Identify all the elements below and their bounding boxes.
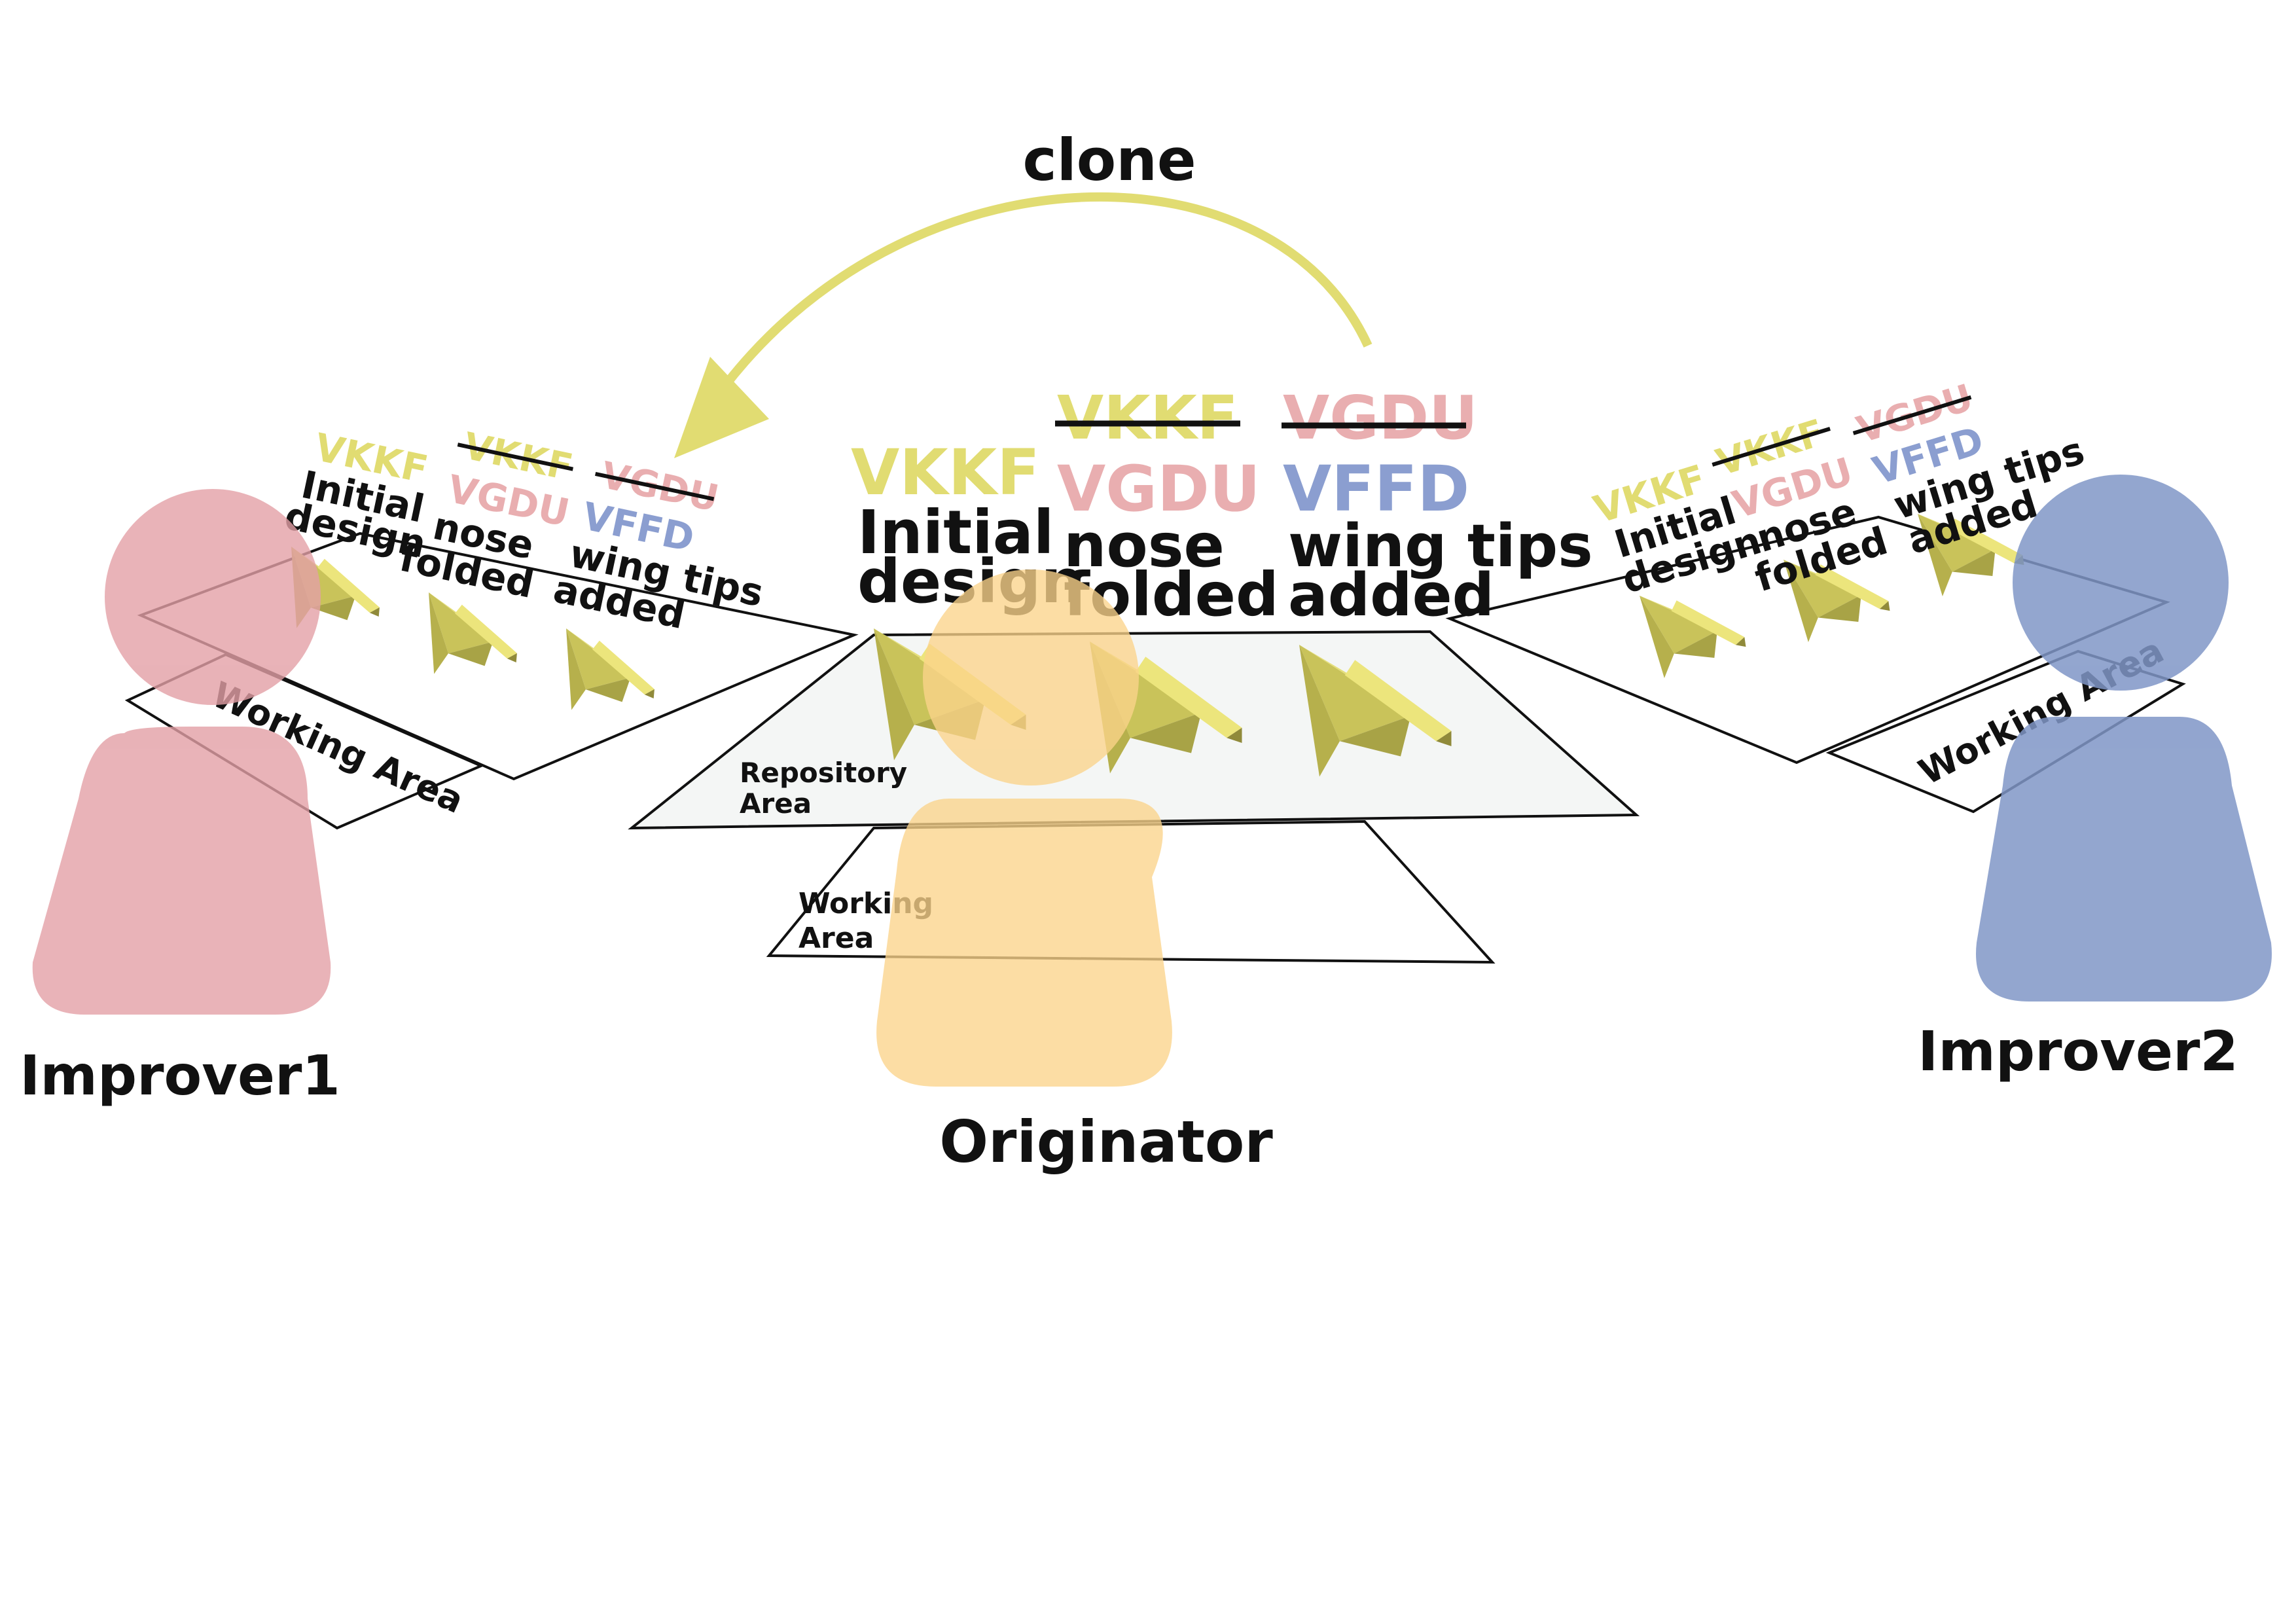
clone-label: clone (1022, 126, 1196, 194)
svg-text:added: added (1288, 561, 1494, 630)
svg-text:nose: nose (1064, 511, 1225, 581)
repo-area-label-line1: Repository (740, 757, 907, 789)
clone-arrowhead (674, 357, 769, 458)
improver2-label: Improver2 (1918, 1019, 2238, 1083)
svg-text:VKKF: VKKF (851, 436, 1040, 509)
improver1-person-icon (32, 489, 331, 1015)
improver2-person-icon (1976, 475, 2272, 1001)
center-version-2: VKKF VGDU nose folded (1055, 383, 1279, 630)
improver1-label: Improver1 (20, 1043, 340, 1108)
center-version-3: VGDU VFFD wing tips added (1282, 383, 1593, 630)
svg-text:VFFD: VFFD (1283, 452, 1469, 526)
right-working-area (1825, 649, 2186, 814)
svg-text:wing tips: wing tips (1288, 512, 1593, 581)
svg-text:VGDU: VGDU (1057, 452, 1261, 526)
svg-text:VGDU: VGDU (1283, 383, 1478, 453)
repo-area-label-line2: Area (740, 787, 812, 820)
originator-label: Originator (939, 1108, 1273, 1176)
originator-person-icon (876, 569, 1172, 1087)
clone-arrow (700, 192, 1372, 418)
svg-text:Initial: Initial (857, 497, 1054, 568)
center-working-area-label-line2: Area (798, 922, 874, 955)
svg-text:VKKF: VKKF (1057, 383, 1238, 453)
